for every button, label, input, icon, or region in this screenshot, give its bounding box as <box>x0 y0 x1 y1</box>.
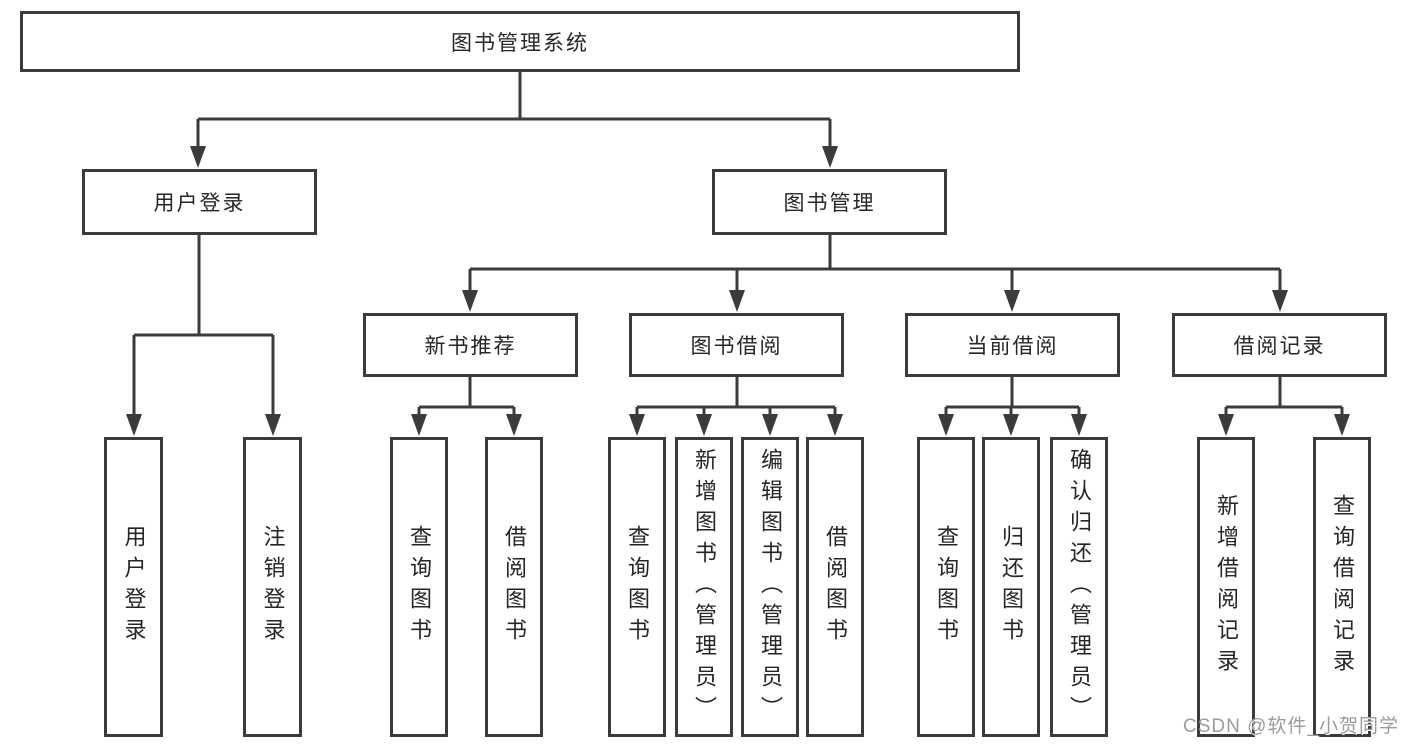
leaf-query-borrow-record: 查询借阅记录 <box>1313 437 1371 737</box>
node-library-system: 图书管理系统 <box>20 11 1020 72</box>
leaf-add-books-admin: 新增图书（管理员） <box>675 437 733 737</box>
arrowhead <box>1004 290 1020 312</box>
leaf-add-borrow-record: 新增借阅记录 <box>1197 437 1255 737</box>
arrowhead <box>1003 414 1019 436</box>
leaf-query-books-current: 查询图书 <box>917 437 975 737</box>
edge-newbook-to-leaves <box>417 377 516 420</box>
edge-borrow-to-leaves <box>635 377 837 420</box>
arrowhead <box>506 414 522 436</box>
csdn-watermark: CSDN @软件_小贺同学 <box>1183 716 1399 737</box>
node-book-borrow: 图书借阅 <box>629 313 844 377</box>
arrowhead <box>762 414 778 436</box>
node-book-management: 图书管理 <box>712 169 947 235</box>
edge-record-to-leaves <box>1224 377 1344 420</box>
arrowhead <box>190 146 206 168</box>
node-new-book-recommend: 新书推荐 <box>363 313 578 377</box>
arrowhead <box>729 290 745 312</box>
leaf-return-books: 归还图书 <box>982 437 1040 737</box>
leaf-logout: 注销登录 <box>243 437 302 737</box>
arrowhead <box>1071 414 1087 436</box>
leaf-borrow-books: 借阅图书 <box>806 437 864 737</box>
arrowhead <box>938 414 954 436</box>
arrowhead <box>462 290 478 312</box>
leaf-edit-books-admin: 编辑图书（管理员） <box>741 437 799 737</box>
arrowhead <box>1334 414 1350 436</box>
node-current-borrow: 当前借阅 <box>905 313 1120 377</box>
edge-current-to-leaves <box>944 377 1081 420</box>
arrowhead <box>696 414 712 436</box>
edge-userlogin-to-leaves <box>132 235 275 420</box>
leaf-user-login: 用户登录 <box>104 437 163 737</box>
arrowhead <box>411 414 427 436</box>
leaf-query-books-borrow: 查询图书 <box>608 437 666 737</box>
arrowhead <box>822 146 838 168</box>
arrowhead <box>1272 290 1288 312</box>
leaf-borrow-books-recommend: 借阅图书 <box>485 437 543 737</box>
edge-root-to-level2 <box>196 72 832 152</box>
node-borrow-record: 借阅记录 <box>1172 313 1387 377</box>
arrowhead <box>629 414 645 436</box>
arrowhead <box>265 414 281 436</box>
arrowhead <box>827 414 843 436</box>
node-user-login: 用户登录 <box>82 169 317 235</box>
arrowhead <box>126 414 142 436</box>
leaf-confirm-return-admin: 确认归还（管理员） <box>1050 437 1108 737</box>
leaf-query-books-recommend: 查询图书 <box>390 437 448 737</box>
arrowhead <box>1218 414 1234 436</box>
edge-bookmgmt-to-level3 <box>468 235 1282 296</box>
